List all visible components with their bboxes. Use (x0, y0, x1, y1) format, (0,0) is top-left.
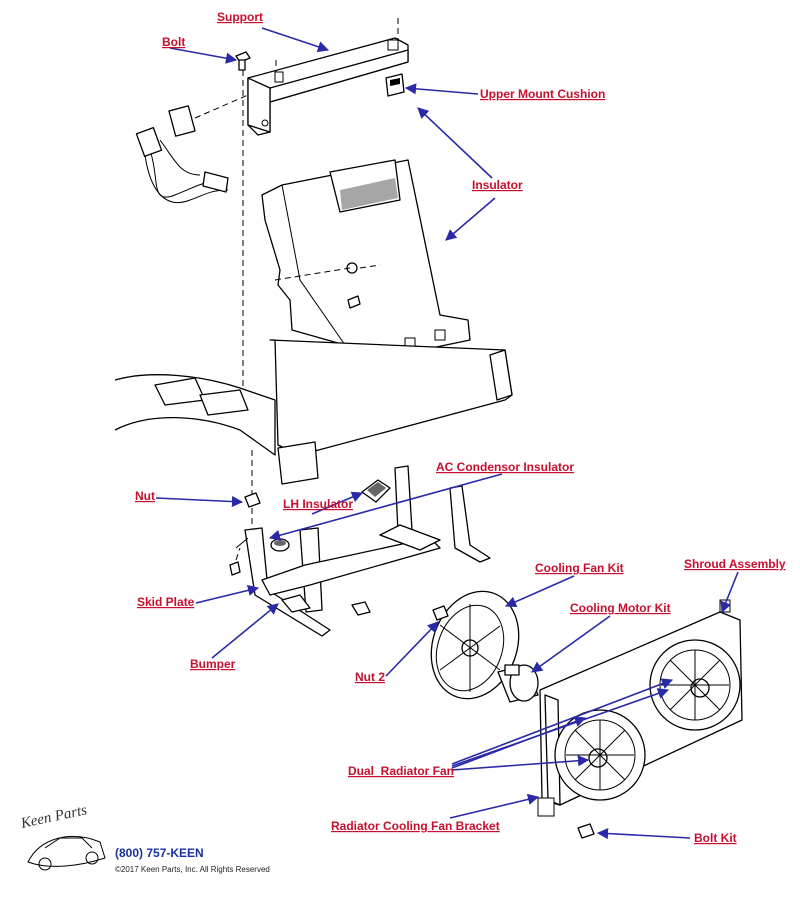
frame-part (114, 339, 513, 485)
branding: Keen Parts (800) 757-KEEN ©2017 Keen Par… (19, 802, 270, 874)
copyright-text: ©2017 Keen Parts, Inc. All Rights Reserv… (115, 865, 270, 874)
arrow-insulator-2 (445, 197, 496, 241)
label-upper-mount-cushion[interactable]: Upper Mount Cushion (480, 87, 605, 101)
arrow-ac-condensor-insulator (268, 473, 503, 541)
label-dual-radiator-fan[interactable]: Dual Radiator Fan (348, 764, 454, 778)
bracket-assembly-part (229, 465, 491, 637)
label-nut[interactable]: Nut (135, 489, 155, 503)
insulator-part (261, 159, 471, 366)
keen-parts-logo: Keen Parts (19, 802, 106, 871)
arrow-dual-fan-2 (451, 755, 590, 771)
label-bolt-kit[interactable]: Bolt Kit (694, 831, 737, 845)
arrow-nut (155, 495, 244, 508)
bolt-kit-part (577, 823, 595, 839)
wiring-harness-part (135, 94, 249, 204)
shroud-assembly-part (537, 599, 743, 817)
upper-mount-cushion-part (385, 73, 405, 97)
label-cooling-motor-kit[interactable]: Cooling Motor Kit (570, 601, 671, 615)
arrow-nut-2 (385, 621, 439, 677)
ac-condensor-insulator-part (270, 538, 290, 552)
arrow-shroud-assembly (720, 571, 739, 614)
nut-2-part (432, 605, 449, 621)
label-shroud-assembly[interactable]: Shroud Assembly (684, 557, 786, 571)
label-radiator-cooling-fan-bracket[interactable]: Radiator Cooling Fan Bracket (331, 819, 500, 833)
arrow-insulator-1 (417, 107, 493, 179)
nut-part (244, 450, 261, 525)
label-cooling-fan-kit[interactable]: Cooling Fan Kit (535, 561, 624, 575)
label-bolt[interactable]: Bolt (162, 35, 185, 49)
callout-labels: Support Bolt Upper Mount Cushion Insulat… (135, 10, 786, 845)
label-bumper[interactable]: Bumper (190, 657, 236, 671)
arrow-radiator-cooling-fan-bracket (449, 793, 540, 819)
arrow-dual-fan-3 (451, 688, 670, 767)
label-skid-plate[interactable]: Skid Plate (137, 595, 195, 609)
arrow-lh-insulator (311, 491, 364, 515)
arrow-support (261, 27, 330, 53)
support-part (247, 18, 409, 136)
label-ac-condensor-insulator[interactable]: AC Condensor Insulator (436, 460, 574, 474)
arrow-bolt (169, 47, 238, 64)
label-insulator[interactable]: Insulator (472, 178, 523, 192)
arrow-skid-plate (195, 584, 260, 604)
label-nut-2[interactable]: Nut 2 (355, 670, 385, 684)
dual-fan-right (649, 639, 741, 731)
cooling-fan-part (430, 590, 520, 700)
arrow-dual-fan-4 (451, 678, 674, 765)
phone-number[interactable]: (800) 757-KEEN (115, 846, 204, 860)
cooling-motor-part (497, 664, 539, 703)
label-support[interactable]: Support (217, 10, 263, 24)
callout-arrows (155, 27, 739, 840)
arrow-bolt-kit (596, 827, 691, 840)
arrow-upper-mount-cushion (404, 83, 479, 95)
logo-text: Keen Parts (19, 802, 89, 832)
bolt-part (235, 51, 251, 71)
dual-fan-left (554, 709, 646, 801)
arrow-bumper (211, 603, 279, 659)
arrow-cooling-fan-kit (504, 575, 575, 608)
label-lh-insulator[interactable]: LH Insulator (283, 497, 353, 511)
arrow-cooling-motor-kit (531, 615, 611, 673)
lh-insulator-part (361, 479, 391, 503)
